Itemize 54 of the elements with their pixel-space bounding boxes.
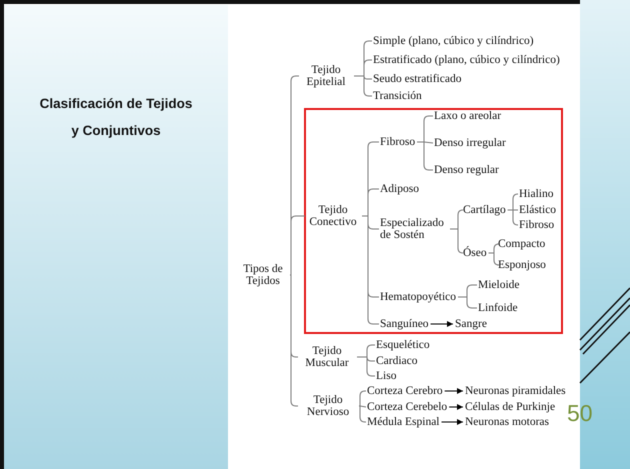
tissue-label: Linfoide bbox=[478, 302, 518, 314]
highlight-frame bbox=[304, 108, 563, 334]
bracket-line bbox=[507, 210, 518, 226]
tissue-label: Denso regular bbox=[434, 164, 499, 176]
bracket-line bbox=[290, 216, 306, 276]
tissue-label: Elástico bbox=[519, 204, 556, 216]
tissue-label: Tejido Epitelial bbox=[300, 64, 352, 88]
tissue-label: Sanguíneo bbox=[380, 318, 429, 330]
tissue-label: Estratificado (plano, cúbico y cilíndrico) bbox=[373, 54, 560, 66]
page-number: 50 bbox=[567, 400, 593, 427]
bracket-line bbox=[362, 216, 380, 324]
tissue-label: Neuronas piramidales bbox=[465, 385, 566, 397]
tissue-label: Tejido Conectivo bbox=[306, 204, 360, 228]
bracket-line bbox=[358, 390, 366, 406]
arrow bbox=[441, 419, 464, 425]
tissue-label: Simple (plano, cúbico y cilíndrico) bbox=[373, 35, 534, 47]
arrow bbox=[444, 388, 464, 394]
tissue-label: Fibroso bbox=[380, 136, 416, 148]
bracket-line bbox=[450, 228, 464, 254]
bracket-line bbox=[356, 356, 376, 376]
tissue-label: Neuronas motoras bbox=[465, 416, 549, 428]
tissue-label: Células de Purkinje bbox=[465, 401, 556, 413]
tissue-label: Cardiaco bbox=[376, 355, 418, 367]
tissue-label: Fibroso bbox=[519, 219, 554, 231]
slide-title: Clasificación de Tejidos y Conjuntivos bbox=[38, 95, 194, 140]
arrow bbox=[448, 404, 464, 410]
tissue-label: Médula Espinal bbox=[367, 416, 440, 428]
bracket-line bbox=[458, 296, 478, 308]
tissue-label: Compacto bbox=[498, 238, 546, 250]
tissue-label: Transición bbox=[373, 90, 422, 102]
tissue-label: Adiposo bbox=[380, 183, 419, 195]
tissue-label: Óseo bbox=[463, 247, 487, 259]
tissue-label: Liso bbox=[376, 370, 396, 382]
bracket-line bbox=[354, 76, 372, 96]
tissue-label: Tejido Muscular bbox=[299, 345, 355, 369]
tissue-label: Especializado de Sostén bbox=[380, 217, 448, 241]
tissue-label: Laxo o areolar bbox=[434, 110, 502, 122]
tissue-label: Corteza Cerebro bbox=[367, 385, 443, 397]
tissue-label: Tejido Nervioso bbox=[299, 394, 357, 418]
tissue-label: Esquelético bbox=[376, 339, 430, 351]
tissue-label: Hematopoyético bbox=[380, 291, 456, 303]
tissue-label: Cartílago bbox=[463, 204, 506, 216]
arrow bbox=[430, 321, 454, 327]
tissue-label: Sangre bbox=[455, 318, 487, 330]
tissue-label: Corteza Cerebelo bbox=[367, 401, 448, 413]
tissue-label: Seudo estratificado bbox=[373, 73, 462, 85]
tissue-label: Tipos de Tejidos bbox=[238, 263, 288, 287]
bracket-line bbox=[358, 406, 366, 422]
tissue-label: Hialino bbox=[519, 188, 554, 200]
tissue-label: Esponjoso bbox=[498, 259, 546, 271]
tissue-label: Denso irregular bbox=[434, 137, 506, 149]
tissue-label: Mieloide bbox=[478, 279, 520, 291]
bracket-line bbox=[358, 406, 366, 408]
bracket-line bbox=[488, 252, 500, 266]
